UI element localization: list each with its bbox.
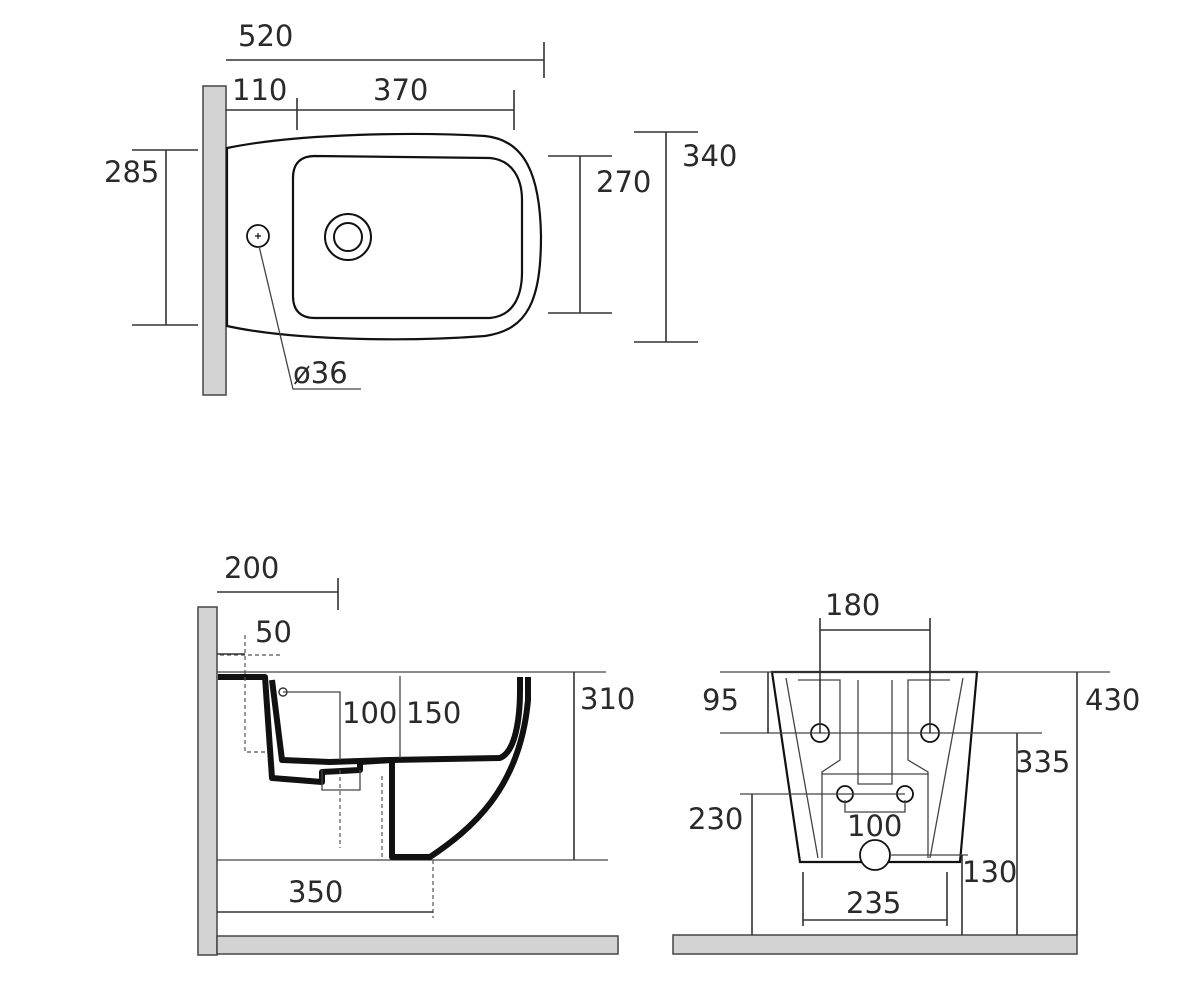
top-view: 520 110 370 285 270 340 ø36: [104, 19, 737, 396]
dim-line-520: [226, 42, 545, 78]
label-520: 520: [238, 19, 293, 53]
dim-line-285: [132, 149, 198, 326]
drain-hole-rear: [859, 839, 891, 871]
wall-section-side: [197, 606, 218, 956]
label-230: 230: [688, 802, 743, 836]
label-235: 235: [846, 886, 901, 920]
rear-cavity: [798, 679, 950, 858]
ceramic-section: [218, 674, 531, 860]
label-270: 270: [596, 165, 651, 199]
dim-line-340: [634, 131, 698, 343]
label-diameter-36: ø36: [293, 356, 348, 390]
label-370: 370: [373, 73, 428, 107]
rear-neck: [857, 680, 893, 785]
label-180: 180: [825, 588, 880, 622]
wall-section-top: [202, 85, 227, 396]
label-110: 110: [232, 73, 287, 107]
label-50: 50: [255, 615, 292, 649]
inner-bowl-section: [269, 677, 523, 765]
tap-hole-leader: [258, 245, 361, 390]
floor-section-side: [216, 935, 619, 955]
label-150: 150: [406, 696, 461, 730]
dim-line-100: [283, 691, 341, 760]
label-95: 95: [702, 683, 739, 717]
tap-hole-cross: [255, 233, 261, 239]
rear-body-inner-right: [929, 677, 964, 859]
water-pipe-hidden: [244, 635, 268, 753]
outlet-neck: [321, 770, 361, 791]
drain-outer: [324, 213, 372, 261]
dim-line-110-370: [226, 90, 515, 130]
dim-line-270: [548, 155, 612, 314]
rear-view: 180 95 430 335 230 100 130 235: [672, 588, 1140, 955]
label-430: 430: [1085, 683, 1140, 717]
floor-section-rear: [672, 934, 1078, 955]
dim-line-100-rear: [844, 800, 906, 813]
bowl-inner-top: [291, 154, 524, 320]
label-100-rear: 100: [847, 809, 902, 843]
label-285: 285: [104, 155, 159, 189]
dim-line-235: [802, 872, 948, 926]
rear-body-inner-left: [785, 677, 819, 859]
dim-line-200: [217, 578, 339, 610]
drain-inner: [333, 222, 363, 252]
dim-line-180: [819, 618, 931, 733]
label-310: 310: [580, 682, 635, 716]
side-view: 200 50 100 150 310 350: [197, 551, 635, 956]
label-335: 335: [1015, 745, 1070, 779]
label-130: 130: [962, 855, 1017, 889]
label-350: 350: [288, 875, 343, 909]
label-200: 200: [224, 551, 279, 585]
label-100-side: 100: [342, 696, 397, 730]
label-340: 340: [682, 139, 737, 173]
